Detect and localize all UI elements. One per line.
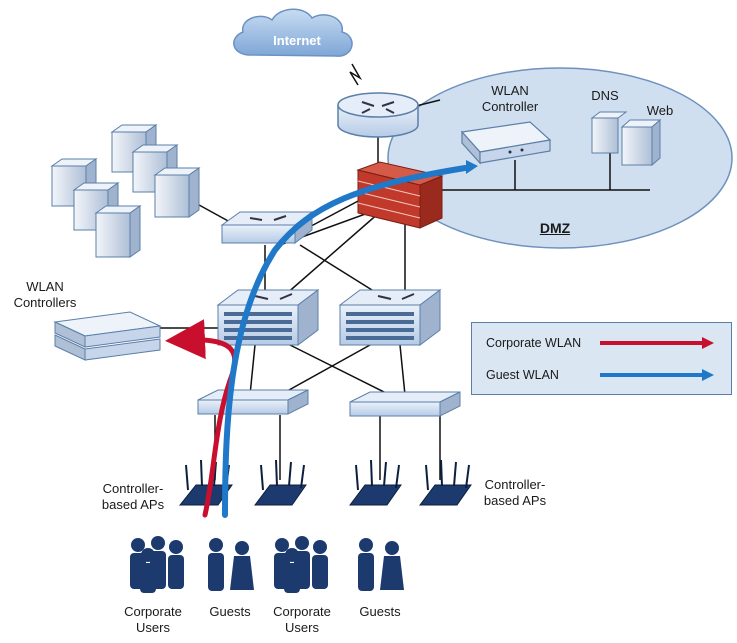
legend-box: Corporate WLAN Guest WLAN: [471, 322, 732, 395]
access-switch-right-icon: [349, 391, 461, 417]
guests-right-icon: [358, 538, 404, 591]
legend-guest-label: Guest WLAN: [486, 368, 559, 382]
corporate-users-right-label: Corporate Users: [273, 604, 331, 635]
internet-label: Internet: [273, 33, 321, 48]
internet-cloud-icon: [233, 8, 353, 57]
dmz-wlan-controller-label: WLAN Controller: [481, 83, 539, 114]
dmz-wlan-controller-icon: [460, 121, 552, 165]
dns-server-icon: [590, 111, 628, 154]
aps-right-label: Controller- based APs: [483, 477, 547, 508]
distribution-switch-left-icon: [216, 289, 320, 346]
distribution-switch-right-icon: [338, 289, 442, 346]
web-label: Web: [646, 103, 674, 118]
wlan-controllers-label: WLAN Controllers: [13, 279, 77, 310]
web-server-icon: [620, 118, 662, 167]
guest-wlan-flow: [222, 160, 478, 518]
corporate-users-left-label: Corporate Users: [124, 604, 182, 635]
dmz-label: DMZ: [539, 220, 571, 236]
guests-left-icon: [208, 538, 254, 591]
guests-right-label: Guests: [359, 604, 401, 619]
corporate-users-left-icon: [130, 536, 184, 593]
legend-corporate-label: Corporate WLAN: [486, 336, 582, 350]
user-groups-icon: [130, 536, 404, 593]
access-switch-left-icon: [197, 389, 309, 415]
wlan-controllers-icon: [53, 311, 162, 361]
access-points-icon: [178, 459, 472, 506]
aps-left-label: Controller- based APs: [101, 481, 165, 512]
router-icon: [337, 92, 419, 138]
dns-label: DNS: [591, 88, 619, 103]
corporate-users-right-icon: [274, 536, 328, 593]
legend-arrows: [600, 337, 714, 381]
dmz-zone: [387, 67, 733, 249]
guests-left-label: Guests: [209, 604, 251, 619]
server-farm-icon: [50, 124, 201, 258]
